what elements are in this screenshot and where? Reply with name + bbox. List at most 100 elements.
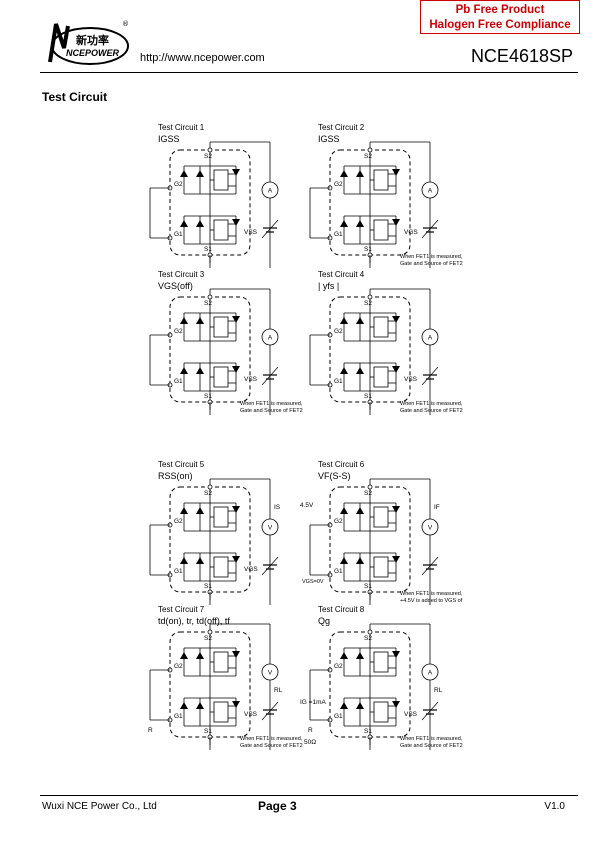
- test-circuit-4: Test Circuit 4| yfs |S2S1G2G1AVSSVGSWhen…: [300, 265, 465, 415]
- footer-version: V1.0: [544, 801, 565, 812]
- pin-g2-label: G2: [334, 518, 343, 525]
- mosfet-symbol: [213, 556, 229, 578]
- circuit-title: Test Circuit 4: [318, 270, 365, 279]
- meter-label: A: [428, 188, 433, 195]
- meter-label: A: [268, 335, 273, 342]
- meter-icon: [421, 518, 439, 536]
- meter-label: A: [428, 335, 433, 342]
- mosfet-symbol: [213, 366, 229, 388]
- mosfet-symbol: [373, 169, 389, 191]
- terminal-s2: [207, 629, 213, 635]
- gate-condition-label: VGS=0V: [302, 579, 324, 585]
- mosfet-symbol: [373, 316, 389, 338]
- test-circuit-3: Test Circuit 3VGS(off)S2S1G2G1AVSSVGSWhe…: [140, 265, 305, 415]
- svg-text:®: ®: [122, 20, 129, 28]
- meter-icon: [261, 328, 279, 346]
- meter-icon: [261, 663, 279, 681]
- meter-label: V: [268, 525, 273, 532]
- circuit-parameter: IGSS: [318, 134, 340, 144]
- mosfet-symbol: [213, 506, 229, 528]
- pin-s1-label: S1: [364, 393, 372, 400]
- gate-resistor-label: R: [148, 727, 153, 734]
- source-label: VSS: [404, 376, 418, 383]
- pin-s2-label: S2: [364, 153, 372, 160]
- pin-s1-label: S1: [204, 583, 212, 590]
- footer-company: Wuxi NCE Power Co., Ltd: [42, 801, 157, 812]
- pin-s1-label: S1: [204, 728, 212, 735]
- footer-divider: [40, 795, 578, 796]
- circuit-title: Test Circuit 8: [318, 605, 365, 614]
- circuit-note: Gate and Source of FET2: [400, 743, 463, 749]
- circuit-note: +4.5V is added to VGS of: [400, 598, 463, 604]
- section-title: Test Circuit: [42, 90, 108, 104]
- mosfet-symbol: [373, 366, 389, 388]
- terminal-s2: [367, 629, 373, 635]
- circuit-title: Test Circuit 3: [158, 270, 205, 279]
- circuit-parameter: VF(S-S): [318, 471, 351, 481]
- pin-g2-label: G2: [334, 663, 343, 670]
- circuit-note: When FET1 is measured,: [240, 736, 303, 742]
- meter-icon: [261, 181, 279, 199]
- pin-s2-label: S2: [204, 300, 212, 307]
- pin-g1-label: G1: [174, 231, 183, 238]
- current-label: IF: [434, 504, 440, 511]
- gate-resistor2-label: 50Ω: [304, 739, 316, 746]
- meter-icon: [421, 663, 439, 681]
- terminal-s2: [207, 294, 213, 300]
- meter-label: A: [268, 188, 273, 195]
- mosfet-symbol: [213, 316, 229, 338]
- meter-icon: [421, 181, 439, 199]
- circuit-parameter: Qg: [318, 616, 330, 626]
- terminal-s2: [367, 147, 373, 153]
- mosfet-symbol: [373, 219, 389, 241]
- company-logo: 新功率 ® NCEPOWER: [46, 18, 130, 68]
- circuit-parameter: td(on), tr, td(off), tf: [158, 616, 230, 626]
- pin-g2-label: G2: [174, 518, 183, 525]
- badge-line-1: Pb Free Product: [455, 4, 545, 16]
- circuit-note: When FET1 is measured,: [400, 736, 463, 742]
- badge-line-2: Halogen Free Compliance: [429, 19, 571, 31]
- meter-icon: [421, 328, 439, 346]
- circuit-note: Gate and Source of FET2: [400, 261, 463, 267]
- pin-g2-label: G2: [174, 181, 183, 188]
- circuit-note: When FET1 is measured,: [400, 591, 463, 597]
- pin-g2-label: G2: [334, 181, 343, 188]
- pin-g2-label: G2: [334, 328, 343, 335]
- circuit-title: Test Circuit 5: [158, 460, 205, 469]
- pin-s2-label: S2: [204, 490, 212, 497]
- circuit-title: Test Circuit 2: [318, 123, 365, 132]
- pin-g1-label: G1: [174, 378, 183, 385]
- compliance-badge: Pb Free Product Halogen Free Compliance: [420, 0, 580, 34]
- mosfet-symbol: [213, 169, 229, 191]
- meter-label: A: [428, 670, 433, 677]
- gate-resistor-label: R: [308, 727, 313, 734]
- pin-g1-label: G1: [174, 713, 183, 720]
- footer-page: Page 3: [258, 799, 297, 813]
- source-label: VSS: [244, 376, 258, 383]
- circuit-note: When FET1 is measured,: [400, 254, 463, 260]
- meter-label: V: [428, 525, 433, 532]
- terminal-s2: [207, 484, 213, 490]
- source-label: VSS: [244, 229, 258, 236]
- pin-g2-label: G2: [174, 328, 183, 335]
- pin-s2-label: S2: [204, 635, 212, 642]
- circuit-note: Gate and Source of FET2: [240, 743, 303, 749]
- source-label: VSS: [244, 711, 258, 718]
- pin-s1-label: S1: [364, 728, 372, 735]
- website-url[interactable]: http://www.ncepower.com: [140, 52, 265, 64]
- pin-s1-label: S1: [364, 246, 372, 253]
- mosfet-symbol: [213, 219, 229, 241]
- part-number: NCE4618SP: [470, 46, 573, 66]
- pin-s2-label: S2: [364, 490, 372, 497]
- pin-g2-label: G2: [174, 663, 183, 670]
- load-resistor-label: RL: [274, 687, 283, 694]
- circuit-note: When FET1 is measured,: [400, 401, 463, 407]
- pin-s1-label: S1: [204, 246, 212, 253]
- svg-text:新功率: 新功率: [76, 33, 109, 47]
- mosfet-symbol: [213, 701, 229, 723]
- circuit-parameter: RSS(on): [158, 471, 193, 481]
